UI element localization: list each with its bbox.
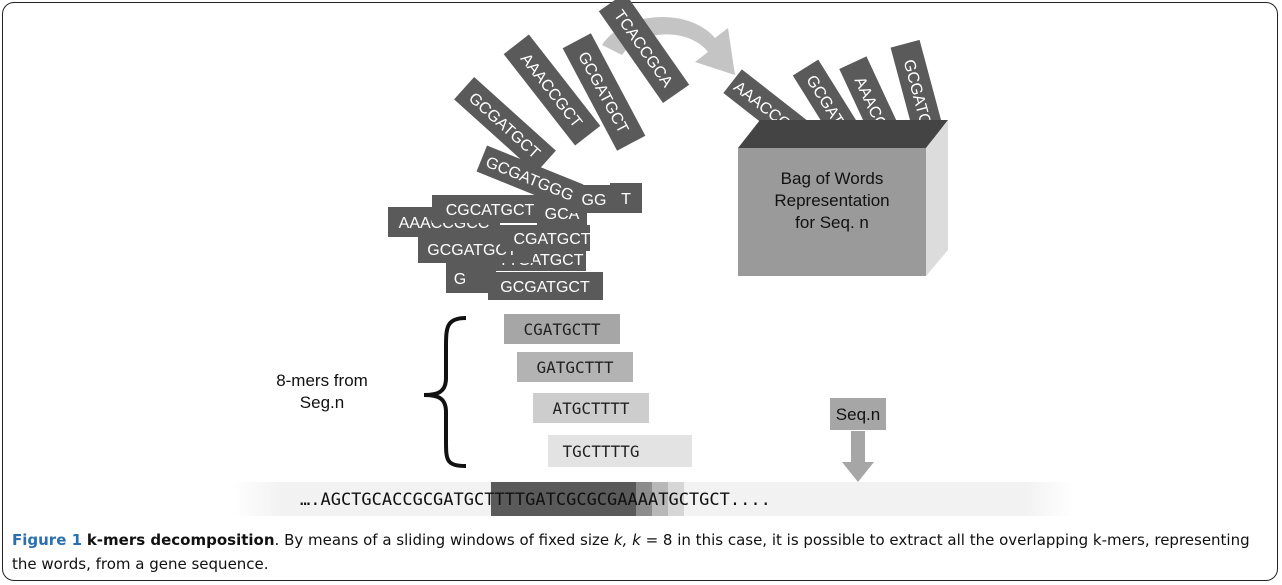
pile-word: G: [454, 271, 466, 288]
word-pile: GCGATGCT TTGATGCT G GCGATGCT CGATGCT AAA…: [388, 0, 690, 300]
kmer-word: ATGCTTTT: [552, 399, 629, 418]
pile-word-tile: T: [610, 183, 642, 213]
caption-text-1: . By means of a sliding windows of fixed…: [274, 531, 614, 549]
pile-word-tile: G: [446, 263, 496, 293]
kmer-word: CGATGCTT: [523, 320, 600, 339]
kmer-word: GATGCTTT: [536, 358, 613, 377]
kmer-tile: CGATGCTT: [504, 314, 620, 344]
bag-of-words-box: AAACCGCC GCGATGC AAACCG GCGATC Bag of Wo…: [723, 39, 948, 276]
caption-k-italic: k, k: [613, 531, 641, 549]
kmer-tile: GATGCTTT: [517, 352, 633, 382]
figure-number: Figure 1: [12, 531, 83, 549]
pile-word: GCGATGCT: [427, 242, 517, 259]
figure-caption: Figure 1 k-mers decomposition. By means …: [12, 528, 1274, 576]
kmers-label-line1: 8-mers from: [276, 371, 368, 390]
pile-word: CGATGCT: [513, 231, 590, 248]
sequence-marker: Seq.n: [830, 398, 886, 482]
pile-word: CGCATGCT: [446, 202, 535, 219]
curly-brace-icon: [423, 316, 467, 468]
pile-word-tile: CGCATGCT: [432, 195, 547, 223]
bag-word-tile: GCGATC: [890, 39, 946, 145]
kmer-tile: ATGCTTTT: [533, 393, 649, 423]
sequence-text: ….AGCTGCACCGCGATGCTTTTGATCGCGCGAAAATGCTG…: [300, 490, 771, 510]
pile-word-tile: CGATGCT: [500, 225, 591, 251]
down-arrow-icon: [842, 431, 874, 482]
sequence-label: Seq.n: [836, 405, 880, 424]
pile-word-tile: GCGATGCT: [488, 272, 603, 300]
pile-word: GCGATGCT: [465, 90, 543, 163]
figure-title: k-mers decomposition: [86, 531, 275, 549]
pile-word: T: [621, 191, 631, 208]
bag-label-line1: Bag of Words: [781, 169, 884, 188]
sequence-strip: ….AGCTGCACCGCGATGCTTTTGATCGCGCGAAAATGCTG…: [232, 482, 1074, 516]
pile-word: GG: [582, 192, 607, 209]
kmers-label-line2: Seg.n: [300, 393, 344, 412]
kmer-word: TGCTTTTG: [562, 442, 639, 461]
kmer-list: CGATGCTT GATGCTTT ATGCTTTT TGCTTTTG: [504, 314, 692, 467]
kmer-tile: TGCTTTTG: [548, 435, 692, 467]
bag-label-line3: for Seq. n: [795, 213, 869, 232]
caption-text-2: = 8 in this case, it is possible to extr…: [12, 531, 1250, 573]
pile-word: GCGATGCT: [500, 279, 590, 296]
bag-label-line2: Representation: [774, 191, 889, 210]
